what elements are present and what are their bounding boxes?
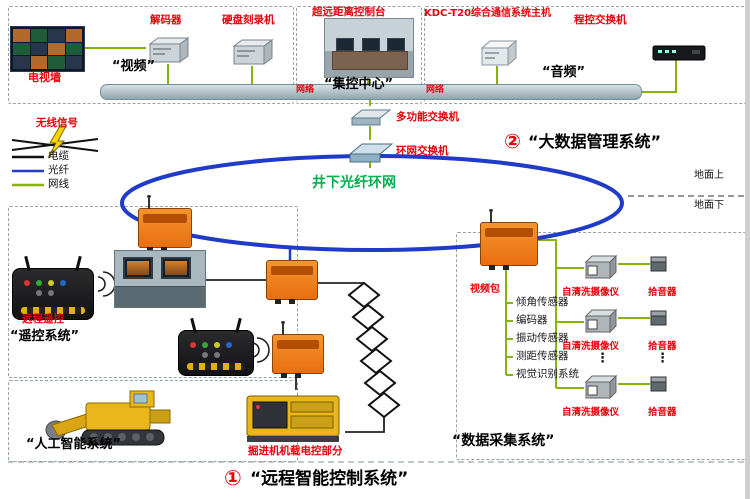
comm-host-label: KDC-T20综合通信系统主机 xyxy=(424,8,552,19)
audio-section-label: “音频” xyxy=(542,65,586,80)
fiber-ring-label: 井下光纤环网 xyxy=(312,175,396,191)
remote-system-title: “遥控系统” xyxy=(10,329,80,344)
disk-recorder-icon xyxy=(230,38,274,72)
pickup-icon xyxy=(650,310,668,330)
big-data-number: ② xyxy=(504,129,521,153)
onboard-control-label: 掘进机机载电控部分 xyxy=(248,445,343,457)
big-data-title: “大数据管理系统” xyxy=(528,132,662,151)
ellipsis-mark: ⋮ xyxy=(596,351,609,366)
remote-controller-icon xyxy=(12,255,94,320)
roadheader-machine-image xyxy=(42,380,182,456)
sensor-label: 振动传感器 xyxy=(516,332,569,344)
wireless-arcs-icon xyxy=(251,337,270,363)
sensor-label: 编码器 xyxy=(516,314,548,326)
ai-system-title: “人工智能系统” xyxy=(26,437,122,452)
multi-switch-icon xyxy=(350,106,392,130)
tv-wall-image xyxy=(10,26,85,72)
camera-label: 自清洗摄像仪 xyxy=(562,407,620,418)
window-edge xyxy=(745,0,750,499)
camera-label: 自清洗摄像仪 xyxy=(562,287,620,298)
camera-icon xyxy=(584,374,618,406)
video-unit-label: 视频包 xyxy=(470,284,500,295)
ground-above-label: 地面上 xyxy=(694,170,724,181)
onboard-control-unit-image xyxy=(245,390,345,448)
pickup-label: 拾音器 xyxy=(648,407,677,418)
main-title-number: ① xyxy=(224,466,242,490)
sensor-label: 倾角传感器 xyxy=(516,296,569,308)
control-box-icon xyxy=(480,209,538,270)
video-section-box xyxy=(8,6,294,104)
video-section-label: “视频” xyxy=(112,59,156,74)
bus-label: 网络 xyxy=(426,85,445,95)
control-center-section-box xyxy=(296,6,422,104)
control-box-icon xyxy=(266,260,318,304)
control-center-label: “集控中心” xyxy=(324,77,394,92)
control-center-photo xyxy=(324,18,414,78)
camera-icon xyxy=(584,254,618,286)
cable-lines xyxy=(163,246,385,433)
operator-console-image xyxy=(114,250,206,308)
control-box-icon xyxy=(138,195,192,252)
remote-control-label: 远程遥控 xyxy=(22,313,64,325)
pbx-label: 程控交换机 xyxy=(574,14,627,26)
console-label: 超远距离控制台 xyxy=(312,6,386,18)
fiber-legend-label: 光纤 xyxy=(48,164,69,176)
lan-lines xyxy=(85,47,677,389)
wireless-legend-label: 无线信号 xyxy=(36,117,78,129)
control-box-icon xyxy=(272,321,324,378)
network-bus-bar xyxy=(100,84,642,100)
ellipsis-mark: ⋮ xyxy=(656,351,669,366)
pickup-icon xyxy=(650,256,668,276)
camera-label: 自清洗摄像仪 xyxy=(562,341,620,352)
ground-below-label: 地面下 xyxy=(694,200,724,211)
remote-controller-icon xyxy=(178,317,254,376)
lan-legend-label: 网线 xyxy=(48,178,69,190)
camera-icon xyxy=(584,308,618,340)
decoder-icon xyxy=(146,36,190,70)
tv-wall-label: 电视墙 xyxy=(28,71,61,84)
wireless-arcs-icon xyxy=(97,271,116,297)
pickup-icon xyxy=(650,376,668,396)
pbx-switch-icon xyxy=(652,42,706,66)
lightning-icon xyxy=(11,125,99,159)
main-title: “远程智能控制系统” xyxy=(250,469,409,489)
daq-system-title: “数据采集系统” xyxy=(452,433,555,449)
junction-chain-icon xyxy=(347,281,401,419)
ring-switch-icon xyxy=(348,140,394,168)
fiber-ring-icon xyxy=(120,154,624,260)
recorder-label: 硬盘刻录机 xyxy=(222,14,275,26)
comm-host-icon xyxy=(478,38,520,72)
ring-switch-label: 环网交换机 xyxy=(396,145,449,157)
pickup-label: 拾音器 xyxy=(648,341,677,352)
sensor-label: 测距传感器 xyxy=(516,350,569,362)
decoder-label: 解码器 xyxy=(150,14,182,26)
cable-legend-label: 电缆 xyxy=(48,150,69,162)
bus-label: 网络 xyxy=(296,85,315,95)
sensor-label: 视觉识别系统 xyxy=(516,368,579,380)
pickup-label: 拾音器 xyxy=(648,287,677,298)
multi-switch-label: 多功能交换机 xyxy=(396,111,459,123)
